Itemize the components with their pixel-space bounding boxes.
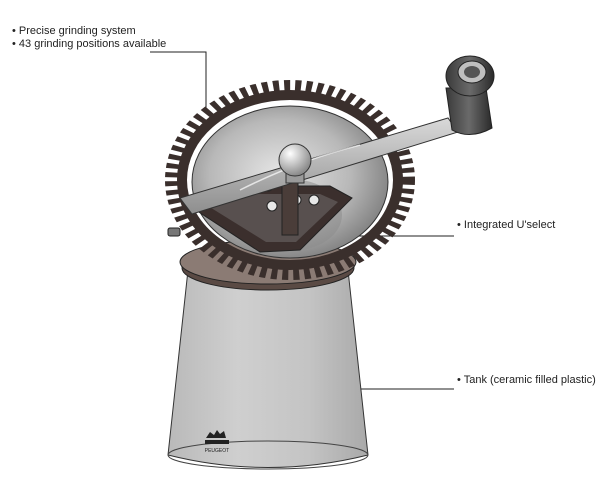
crank-handle [445,55,495,135]
label-grinding-system: • Precise grinding system [12,25,136,37]
side-clip [167,227,181,237]
leader-grinding-system [150,51,207,112]
label-integrated-uselect: • Integrated U'select [457,219,556,231]
tank-base-edge [167,440,369,470]
tank-body [167,269,369,468]
label-grinding-positions: • 43 grinding positions available [12,38,167,50]
brand-logo [205,430,229,444]
central-knob [278,143,312,184]
brand-name: PEUGEOT [205,448,229,454]
label-tank: • Tank (ceramic filled plastic) [457,374,596,386]
